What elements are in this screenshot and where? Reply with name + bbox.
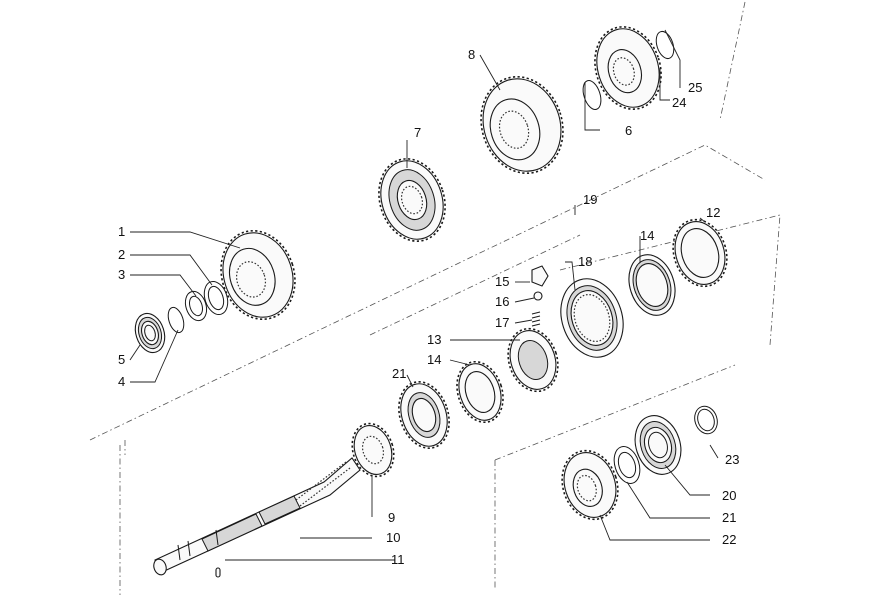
- callout-6: 6: [625, 123, 632, 138]
- lower-right-section-frame: [494, 364, 736, 461]
- spring-part-17: [531, 311, 541, 327]
- callout-10: 10: [386, 530, 400, 545]
- snap-ring-part-25: [655, 30, 675, 60]
- callout-8: 8: [468, 47, 475, 62]
- callout-21-upper: 21: [392, 366, 406, 381]
- synchro-hub-part-13: [507, 327, 559, 393]
- callout-4: 4: [118, 374, 125, 389]
- bearing-part-5: [134, 312, 166, 354]
- gear-part-24: [594, 26, 662, 110]
- callout-15: 15: [495, 274, 509, 289]
- callout-14-upper: 14: [640, 228, 654, 243]
- leader-lines: [129, 29, 719, 561]
- synchro-assembly-part-7: [378, 158, 446, 242]
- synchro-section-frame-right: [559, 214, 781, 346]
- washer-part-3: [184, 290, 208, 322]
- washer-part-2: [203, 280, 229, 316]
- snap-ring-part-6: [582, 80, 602, 110]
- thrust-washer-part-21-lower: [613, 446, 641, 484]
- synchro-section-frame: [369, 234, 581, 336]
- cone-ring-part-14-lower: [456, 360, 504, 424]
- callout-24: 24: [672, 95, 686, 110]
- detent-key-part-15: [531, 265, 549, 287]
- top-section-frame: [719, 1, 746, 121]
- gear-part-1: [220, 229, 296, 321]
- section-frames: [89, 1, 781, 595]
- callout-22: 22: [722, 532, 736, 547]
- callout-13: 13: [427, 332, 441, 347]
- bearing-part-20: [634, 415, 682, 475]
- callout-9: 9: [388, 510, 395, 525]
- callout-labels: 1 2 3 5 4 6 7 8 9 10 11 12 13 14 14 15 1…: [118, 47, 739, 567]
- gear-part-22: [561, 449, 619, 521]
- gear-part-9: [351, 422, 395, 478]
- callout-5: 5: [118, 352, 125, 367]
- key-part-11: [215, 567, 221, 578]
- callout-12: 12: [706, 205, 720, 220]
- ball-part-16: [533, 291, 543, 301]
- callout-7: 7: [414, 125, 421, 140]
- cone-ring-part-14-upper: [628, 254, 676, 316]
- callout-14-lower: 14: [427, 352, 441, 367]
- synchro-ring-part-21-upper: [398, 381, 450, 449]
- callout-19: 19: [583, 192, 597, 207]
- callout-18: 18: [578, 254, 592, 269]
- callout-2: 2: [118, 247, 125, 262]
- callout-17: 17: [495, 315, 509, 330]
- callout-1: 1: [118, 224, 125, 239]
- callout-3: 3: [118, 267, 125, 282]
- snap-ring-part-4: [167, 306, 185, 334]
- callout-20: 20: [722, 488, 736, 503]
- callout-11: 11: [391, 552, 405, 567]
- gear-part-8: [480, 75, 564, 175]
- callout-16: 16: [495, 294, 509, 309]
- synchro-ring-part-12: [672, 218, 728, 288]
- callout-23: 23: [725, 452, 739, 467]
- snap-ring-part-23: [694, 405, 718, 435]
- sleeve-part-18: [560, 278, 624, 358]
- callout-21-lower: 21: [722, 510, 736, 525]
- callout-25: 25: [688, 80, 702, 95]
- main-shaft-part-10: [153, 457, 361, 576]
